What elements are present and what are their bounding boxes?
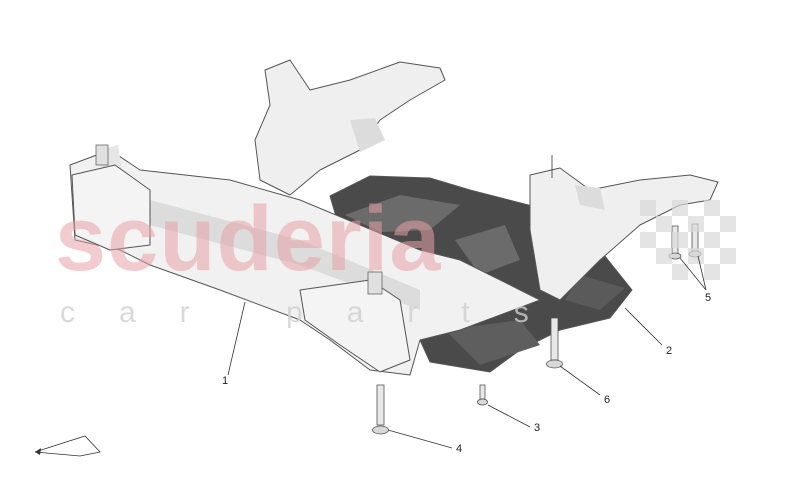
callout-3: 3 — [534, 422, 540, 434]
callout-2: 2 — [666, 345, 672, 357]
front-subframe — [69, 144, 541, 376]
screw — [477, 384, 488, 406]
watermark: scuderia car parts — [55, 188, 736, 329]
callout-1: 1 — [222, 375, 228, 387]
watermark-sub: car parts — [60, 296, 573, 329]
upper-subframe-arm — [254, 59, 719, 301]
watermark-main: scuderia — [55, 188, 441, 290]
callout-6: 6 — [604, 394, 610, 406]
subframe-bolt — [372, 384, 389, 435]
callouts: 1 2 3 4 5 6 — [222, 292, 711, 455]
callout-4: 4 — [456, 443, 462, 455]
callout-5: 5 — [705, 292, 711, 304]
checker-flag-icon — [640, 200, 736, 280]
arrow-orientation-icon — [34, 435, 101, 457]
leader-lines — [227, 155, 707, 449]
long-bolt — [546, 317, 563, 369]
